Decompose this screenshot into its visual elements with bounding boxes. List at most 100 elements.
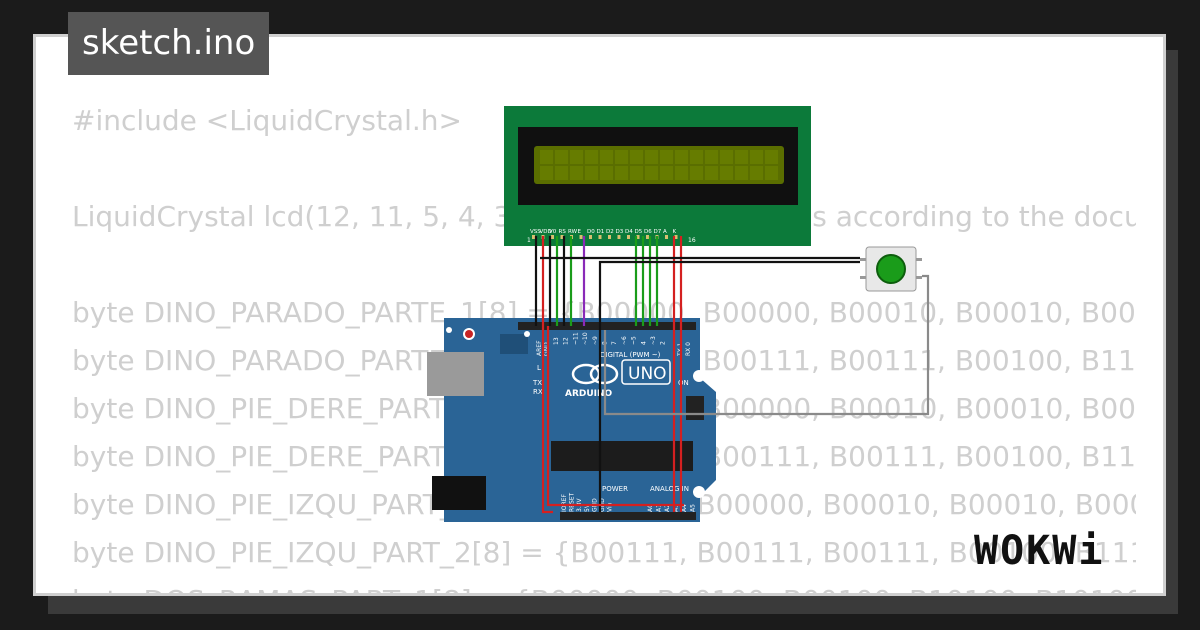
on-led-label: ON	[678, 379, 689, 387]
board-model-label: UNO	[628, 364, 667, 384]
lcd-cell	[645, 166, 658, 180]
digital-pin-label: ~11	[572, 332, 579, 345]
digital-pin-label: ~9	[592, 336, 599, 345]
lcd-character-cells	[540, 150, 778, 180]
lcd-cell	[555, 166, 568, 180]
lcd-cell	[750, 150, 763, 164]
digital-pin-label: 7	[611, 341, 618, 345]
lcd-pin-label: VDD	[540, 229, 552, 235]
lcd-cell	[615, 166, 628, 180]
rx0-pin-label: RX 0	[685, 342, 692, 356]
tx-led-label: TX	[532, 379, 542, 387]
lcd-pin	[560, 235, 564, 239]
power-section-label: POWER	[602, 485, 628, 493]
lcd-cell	[765, 150, 778, 164]
lcd-cell	[585, 150, 598, 164]
wires	[534, 236, 930, 514]
arduino-uno-board[interactable]: UNO ARDUINO DIGITAL (PWM ~) POWER ANALOG…	[427, 318, 716, 522]
lcd-cell	[690, 166, 703, 180]
mount-hole	[446, 327, 452, 333]
code-line: byte DINO_PIE_IZQU_PART_2[8] = {B00111, …	[72, 536, 1136, 569]
lcd-pin-label: D7	[654, 229, 662, 235]
digital-pin-label: ~10	[582, 332, 589, 345]
lcd-pin-label: A	[663, 229, 667, 235]
lcd-pin	[646, 235, 649, 239]
lcd-pin	[627, 235, 630, 239]
analog-pin-label: A0	[647, 504, 654, 512]
lcd-pin	[608, 235, 611, 239]
lcd-cell	[750, 166, 763, 180]
wire-button-gnd	[598, 260, 860, 512]
lcd-pin-label: D0	[587, 229, 595, 235]
lcd-pin-label: VSS	[530, 229, 541, 235]
pushbutton[interactable]	[860, 246, 922, 292]
lcd-cell	[630, 166, 643, 180]
analog-pin-label: A4	[681, 504, 688, 512]
aref-pin-label: AREF	[536, 340, 543, 356]
lcd-cell	[705, 166, 718, 180]
lcd-pin-last: 16	[688, 237, 696, 244]
analog-pin-label: A2	[664, 504, 671, 512]
lcd-pin	[636, 235, 640, 239]
wire-button-5v	[603, 274, 930, 416]
analog-pin-label: A5	[690, 504, 697, 512]
lcd-pin	[579, 235, 583, 239]
lcd-cell	[675, 166, 688, 180]
lcd-cell	[735, 150, 748, 164]
atmega-chip	[551, 441, 693, 471]
lcd-cell	[570, 150, 583, 164]
lcd-cell	[585, 166, 598, 180]
lcd-cell	[720, 150, 733, 164]
digital-pwm-label: DIGITAL (PWM ~)	[600, 351, 661, 359]
code-line: byte DOS_RAMAS_PART_1[8] = {B00000, B001…	[72, 577, 1136, 593]
wire-power-rail	[546, 326, 684, 507]
lcd-pin-label: RS	[559, 229, 567, 235]
lcd-pin	[598, 235, 602, 239]
pushbutton-cap	[876, 254, 906, 284]
analog-pin-label: A3	[673, 504, 680, 512]
icsp-header	[500, 334, 528, 354]
power-pin-label: Vin	[607, 502, 614, 512]
board-brand-label: ARDUINO	[565, 389, 613, 399]
power-jack	[432, 476, 486, 510]
lcd-cell	[660, 150, 673, 164]
power-pin-label: RESET	[569, 492, 576, 512]
icsp2-header	[686, 396, 704, 420]
lcd-pin	[532, 235, 535, 239]
lcd-cell	[675, 150, 688, 164]
rx-led-label: RX	[533, 388, 543, 396]
lcd-cell	[660, 166, 673, 180]
mount-hole	[693, 370, 705, 382]
mount-hole	[693, 486, 705, 498]
usb-port	[427, 352, 484, 396]
lcd-pin-label: RW	[568, 229, 578, 235]
lcd-pin-label: D4	[625, 229, 633, 235]
lcd-pin-label: D5	[635, 229, 643, 235]
digital-header	[518, 322, 696, 330]
analog-pin-label: A1	[656, 504, 663, 512]
lcd-cell	[540, 150, 553, 164]
wokwi-logo: WOKWi	[974, 528, 1105, 574]
digital-pin-label: 13	[553, 337, 560, 345]
code-preview: #include <LiquidCrystal.h> LiquidCrystal…	[72, 97, 1136, 593]
lcd-pin	[674, 235, 678, 239]
digital-pin-label: ~3	[650, 336, 657, 345]
power-pin-label: 5V	[584, 503, 591, 512]
lcd-cell	[600, 150, 613, 164]
lcd-cell	[555, 150, 568, 164]
l-led-label: L	[537, 364, 541, 372]
lcd-pin-label: D3	[616, 229, 624, 235]
lcd-cell	[570, 166, 583, 180]
lcd-pin-label: D2	[606, 229, 614, 235]
lcd-cell	[720, 166, 733, 180]
lcd-pin-label: V0	[549, 229, 557, 235]
gnd-pin-label: GND	[543, 342, 550, 356]
lcd-cell	[705, 150, 718, 164]
lcd-pin-label: D1	[597, 229, 605, 235]
power-analog-header	[560, 512, 696, 520]
